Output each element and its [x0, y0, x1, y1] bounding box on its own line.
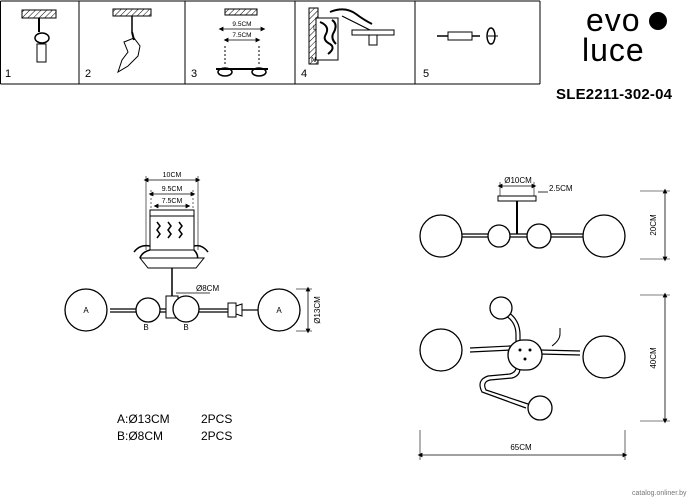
- side-dim-canopy: Ø10CM: [504, 176, 532, 185]
- step4-illustration: L N: [308, 7, 395, 65]
- brand-logo-line2: luce: [582, 32, 645, 68]
- spec-code: B:Ø8CM: [117, 429, 164, 443]
- front-dim-plate-inner: 7.5CM: [162, 198, 183, 205]
- side-dim-height: 20CM: [649, 214, 658, 236]
- front-dim-arm: Ø8CM: [196, 284, 219, 293]
- spec-code: A:Ø13CM: [117, 412, 170, 426]
- model-number: SLE2211-302-04: [556, 86, 673, 103]
- spec-qty: 2PCS: [201, 412, 233, 426]
- step-number-1: 1: [5, 68, 12, 80]
- brand-logo-line1: evo: [586, 2, 641, 38]
- step-number-2: 2: [85, 68, 92, 80]
- ball-label-a-left: A: [83, 306, 89, 315]
- step-number-4: 4: [301, 68, 308, 80]
- step1-illustration: [21, 9, 57, 63]
- watermark: catalog.onliner.by: [632, 490, 687, 497]
- top-dim-width: 65CM: [510, 443, 532, 452]
- top-dim-depth: 40CM: [649, 347, 658, 369]
- step3-dim-outer: 9.5CM: [232, 21, 251, 28]
- step2-illustration: [112, 8, 152, 74]
- brand-logo-dot: [649, 12, 667, 30]
- step3-dim-inner: 7.5CM: [232, 32, 251, 39]
- step5-illustration: [437, 27, 498, 45]
- spec-list: A:Ø13CM 2PCS B:Ø8CM 2PCS: [117, 412, 297, 446]
- top-view-drawing: 40CM 65CM: [417, 292, 670, 460]
- spec-qty: 2PCS: [201, 429, 233, 443]
- step4-mark-l: L: [313, 25, 317, 32]
- ball-label-a-right: A: [276, 306, 282, 315]
- step4-mark-n: N: [311, 57, 316, 64]
- step-number-3: 3: [191, 68, 198, 80]
- front-dim-height: Ø13CM: [313, 296, 322, 324]
- spec-row: A:Ø13CM 2PCS: [117, 412, 297, 429]
- spec-row: B:Ø8CM 2PCS: [117, 429, 297, 446]
- ball-label-b-right: B: [183, 323, 188, 332]
- front-dim-plate-holes: 9.5CM: [162, 186, 183, 193]
- side-view-drawing: Ø10CM 2.5CM 20CM: [419, 176, 670, 262]
- step3-illustration: 9.5CM 7.5CM: [216, 8, 268, 77]
- brand-logo: evo luce: [580, 4, 690, 70]
- ball-label-b-left: B: [143, 323, 148, 332]
- front-view-drawing: 10CM 9.5CM 7.5CM Ø8CM Ø13CM A B B A: [64, 172, 322, 334]
- step-number-5: 5: [423, 68, 430, 80]
- front-dim-plate-width: 10CM: [163, 172, 182, 179]
- side-dim-offset: 2.5CM: [549, 184, 573, 193]
- step-frame: [0, 0, 541, 85]
